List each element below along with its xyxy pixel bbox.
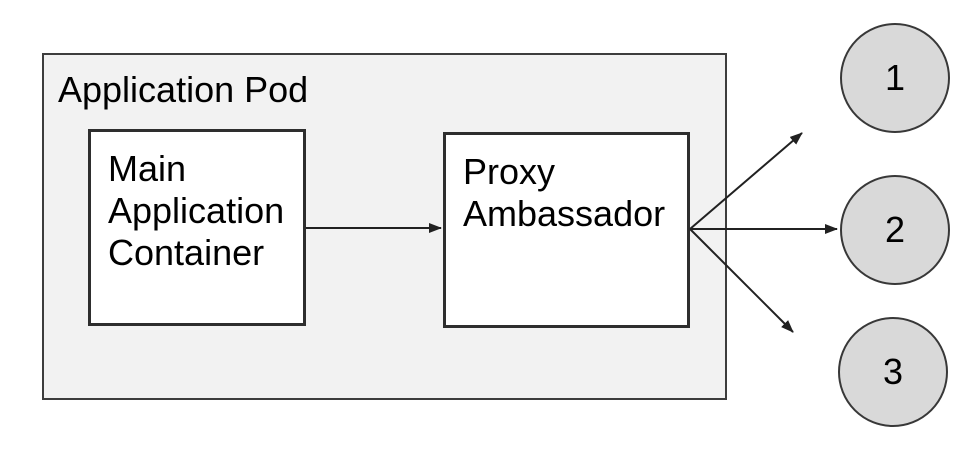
node-main-application-container-label: Main Application Container bbox=[108, 148, 285, 273]
node-main-application-container: Main Application Container bbox=[88, 129, 306, 326]
application-pod-label: Application Pod bbox=[58, 69, 309, 110]
node-proxy-ambassador: Proxy Ambassador bbox=[443, 132, 690, 328]
endpoint-circle-3: 3 bbox=[838, 317, 948, 427]
endpoint-circle-2-label: 2 bbox=[884, 209, 906, 250]
endpoint-circle-1-label: 1 bbox=[884, 57, 906, 98]
endpoint-circle-3-label: 3 bbox=[882, 351, 904, 392]
endpoint-circle-1: 1 bbox=[840, 23, 950, 133]
node-proxy-ambassador-label: Proxy Ambassador bbox=[463, 151, 666, 234]
endpoint-circle-2: 2 bbox=[840, 175, 950, 285]
